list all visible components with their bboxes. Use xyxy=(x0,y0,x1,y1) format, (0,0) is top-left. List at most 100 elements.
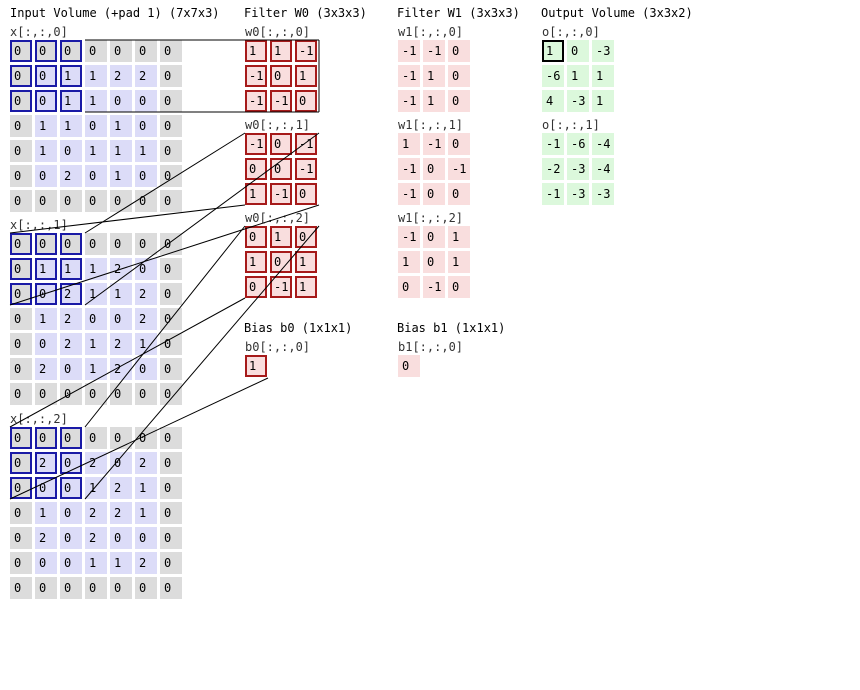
output-volume-title: Output Volume (3x3x2) xyxy=(541,6,693,20)
input-cell: 0 xyxy=(10,333,32,355)
w1-cell: -1 xyxy=(398,65,420,87)
input-cell: 1 xyxy=(135,333,157,355)
input-cell: 2 xyxy=(110,65,132,87)
input-cell: 2 xyxy=(135,65,157,87)
input-cell: 0 xyxy=(60,233,82,255)
filter-w0-title: Filter W0 (3x3x3) xyxy=(244,6,367,20)
output-cell: -2 xyxy=(542,158,564,180)
w0-cell: 1 xyxy=(270,40,292,62)
input-cell: 0 xyxy=(160,140,182,162)
input-cell: 0 xyxy=(10,358,32,380)
w1-cell: 0 xyxy=(448,90,470,112)
input-cell: 0 xyxy=(85,233,107,255)
input-cell: 0 xyxy=(10,65,32,87)
w1-cell: 1 xyxy=(448,226,470,248)
w1-cell: -1 xyxy=(423,40,445,62)
w0-cell: 0 xyxy=(295,183,317,205)
w0-cell: -1 xyxy=(270,276,292,298)
input-cell: 0 xyxy=(60,383,82,405)
input-cell: 0 xyxy=(160,115,182,137)
w1-cell: -1 xyxy=(423,276,445,298)
output-cell: -3 xyxy=(567,158,589,180)
w1-cell: 0 xyxy=(448,133,470,155)
b1-cell: 0 xyxy=(398,355,420,377)
input-cell: 0 xyxy=(10,40,32,62)
input-volume-title: Input Volume (+pad 1) (7x7x3) xyxy=(10,6,220,20)
input-cell: 0 xyxy=(10,233,32,255)
input-cell: 0 xyxy=(160,552,182,574)
w1-cell: 1 xyxy=(423,65,445,87)
input-cell: 0 xyxy=(160,40,182,62)
input-cell: 0 xyxy=(160,233,182,255)
w0-cell: 0 xyxy=(270,158,292,180)
input-cell: 1 xyxy=(35,502,57,524)
input-cell: 0 xyxy=(160,452,182,474)
input-cell: 0 xyxy=(85,427,107,449)
input-cell: 1 xyxy=(85,283,107,305)
output-cell: 1 xyxy=(592,90,614,112)
w1-slice-label: w1[:,:,1] xyxy=(398,118,464,132)
w1-cell: -1 xyxy=(398,158,420,180)
input-cell: 2 xyxy=(110,258,132,280)
w0-cell: 1 xyxy=(295,276,317,298)
w0-cell: 1 xyxy=(245,40,267,62)
input-cell: 0 xyxy=(10,140,32,162)
input-cell: 0 xyxy=(85,308,107,330)
output-cell: -3 xyxy=(592,40,614,62)
input-cell: 0 xyxy=(110,427,132,449)
input-cell: 2 xyxy=(35,452,57,474)
input-cell: 0 xyxy=(110,90,132,112)
w0-cell: 0 xyxy=(270,65,292,87)
input-cell: 2 xyxy=(60,333,82,355)
output-cell: -6 xyxy=(567,133,589,155)
w0-cell: 0 xyxy=(295,226,317,248)
w0-cell: -1 xyxy=(245,90,267,112)
input-cell: 0 xyxy=(10,427,32,449)
input-cell: 1 xyxy=(135,502,157,524)
input-cell: 0 xyxy=(35,283,57,305)
w1-cell: 1 xyxy=(398,133,420,155)
input-cell: 0 xyxy=(10,577,32,599)
w1-cell: 0 xyxy=(423,158,445,180)
output-slice-label: o[:,:,0] xyxy=(542,25,600,39)
input-slice-label: x[:,:,2] xyxy=(10,412,68,426)
w1-cell: -1 xyxy=(398,183,420,205)
w1-cell: 0 xyxy=(423,226,445,248)
input-cell: 0 xyxy=(60,190,82,212)
output-cell: -1 xyxy=(542,133,564,155)
input-cell: 0 xyxy=(160,577,182,599)
input-cell: 0 xyxy=(135,165,157,187)
input-cell: 2 xyxy=(60,283,82,305)
w1-cell: 1 xyxy=(398,251,420,273)
output-cell: -3 xyxy=(567,90,589,112)
input-cell: 2 xyxy=(85,502,107,524)
input-cell: 0 xyxy=(60,140,82,162)
w0-cell: 1 xyxy=(295,65,317,87)
input-cell: 0 xyxy=(35,477,57,499)
w1-cell: 0 xyxy=(448,65,470,87)
input-cell: 0 xyxy=(10,165,32,187)
b1-label: b1[:,:,0] xyxy=(398,340,464,354)
input-cell: 0 xyxy=(35,190,57,212)
input-cell: 0 xyxy=(110,233,132,255)
input-cell: 0 xyxy=(10,115,32,137)
input-cell: 1 xyxy=(110,552,132,574)
input-cell: 0 xyxy=(60,358,82,380)
w1-cell: 0 xyxy=(448,276,470,298)
input-cell: 0 xyxy=(110,308,132,330)
input-cell: 0 xyxy=(160,527,182,549)
input-cell: 0 xyxy=(10,308,32,330)
input-cell: 1 xyxy=(35,140,57,162)
input-cell: 0 xyxy=(85,383,107,405)
w0-cell: -1 xyxy=(295,158,317,180)
input-cell: 0 xyxy=(110,190,132,212)
input-cell: 0 xyxy=(60,452,82,474)
b0-label: b0[:,:,0] xyxy=(245,340,311,354)
input-cell: 2 xyxy=(35,527,57,549)
input-cell: 0 xyxy=(60,40,82,62)
input-cell: 1 xyxy=(85,477,107,499)
input-cell: 0 xyxy=(85,40,107,62)
input-cell: 0 xyxy=(160,190,182,212)
input-cell: 0 xyxy=(135,358,157,380)
w1-cell: 1 xyxy=(448,251,470,273)
